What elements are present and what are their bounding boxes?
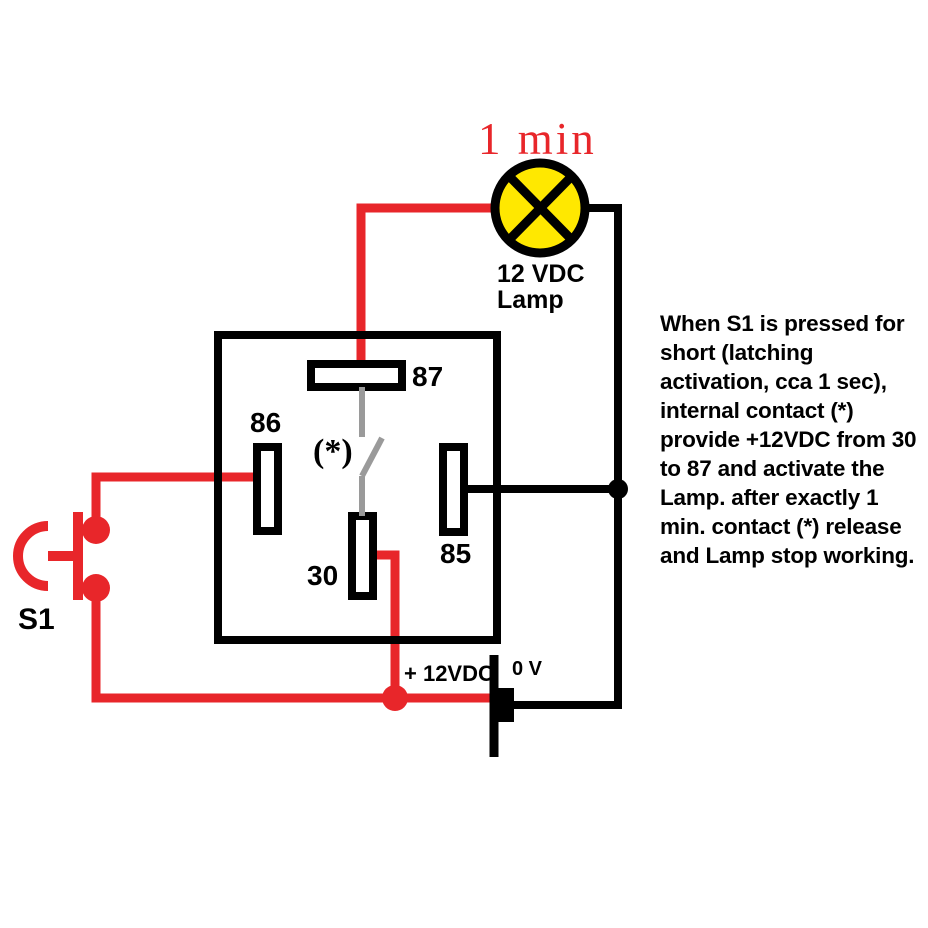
relay-terminal-30: [348, 512, 377, 600]
relay-terminal-86-label: 86: [250, 407, 282, 438]
relay-internal-contact-label: (*): [313, 433, 353, 470]
contact-blade: [359, 436, 385, 478]
operation-description: When S1 is pressed for short (latching a…: [660, 311, 917, 569]
relay-terminal-87: [307, 360, 406, 391]
supply-positive-label: + 12VDC: [404, 661, 494, 686]
lamp-cross-line-2: [507, 174, 574, 242]
relay-terminal-86: [253, 443, 282, 535]
junction-dot-positive: [382, 685, 408, 711]
relay-terminal-87-label: 87: [412, 361, 444, 392]
relay-internal-contact-icon: [359, 387, 385, 516]
wire-lamp-to-ground: [504, 204, 622, 709]
s1-terminal-top: [82, 516, 110, 544]
relay-terminal-85-label: 85: [440, 538, 472, 569]
wire-lamp-to-87: [356, 203, 500, 385]
ground-wire-group: [458, 204, 628, 709]
relay-terminal-85: [439, 443, 468, 536]
wire-s1-to-battery-positive: [91, 583, 400, 703]
lamp-timer-label: 1 min: [478, 114, 597, 164]
supply-ground-label: 0 V: [512, 658, 543, 680]
relay-terminal-30-label: 30: [307, 560, 339, 591]
s1-switch-label: S1: [18, 603, 55, 636]
wire-s1-to-86: [91, 472, 273, 535]
s1-pushbutton-symbol[interactable]: [13, 512, 110, 602]
relay-body: [214, 331, 501, 644]
junction-dot-ground: [608, 479, 628, 499]
s1-terminal-bottom: [82, 574, 110, 602]
lamp-symbol: [490, 158, 590, 258]
lamp-caption: 12 VDC Lamp: [497, 260, 585, 315]
battery-symbol: [489, 655, 514, 757]
s1-actuator-cap-icon: [13, 521, 49, 591]
positive-wire-group: [91, 203, 502, 711]
relay-outline: [214, 331, 501, 644]
